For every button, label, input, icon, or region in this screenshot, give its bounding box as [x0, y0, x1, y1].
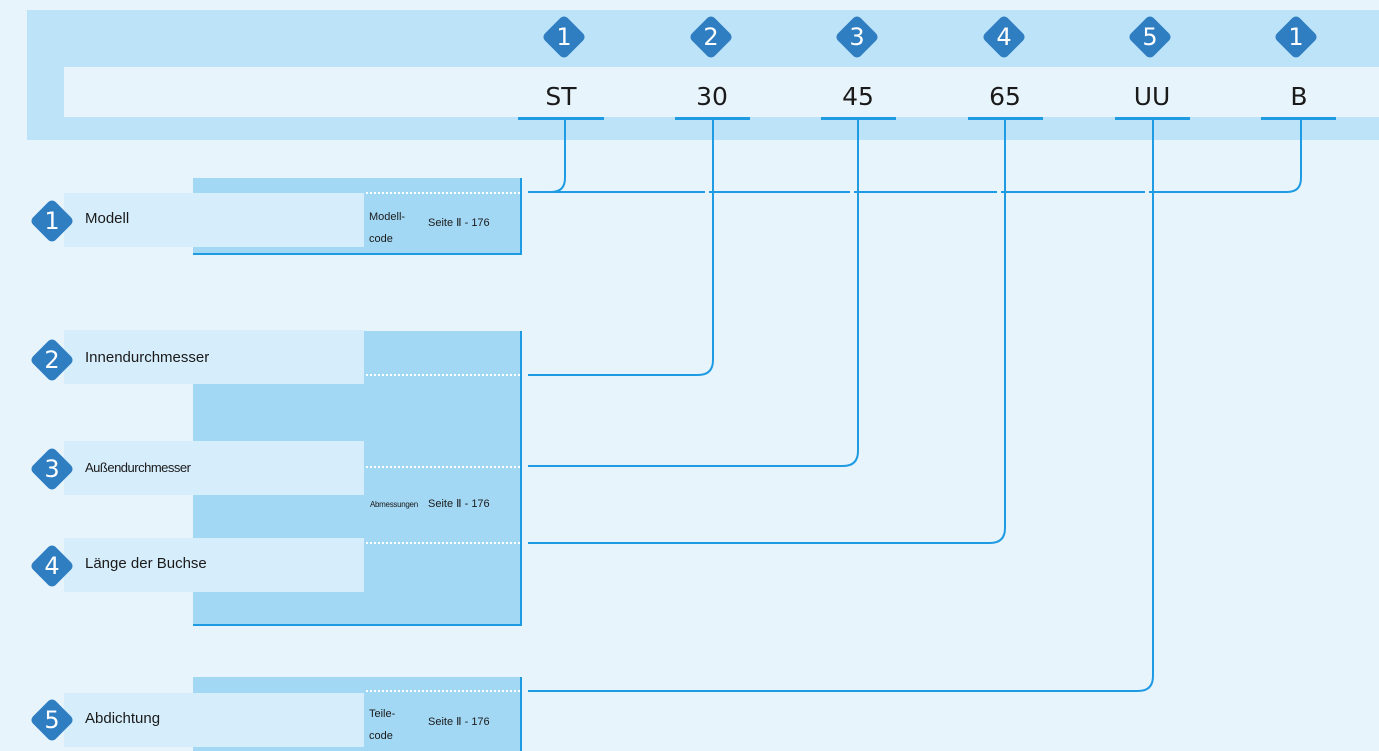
item-badge-2: 2 [29, 337, 75, 383]
code-badge-1: 1 [541, 14, 587, 60]
ref-line-2: code [369, 730, 393, 742]
code-badge-3: 3 [834, 14, 880, 60]
item-badge-3: 3 [29, 446, 75, 492]
item-badge-1: 1 [29, 198, 75, 244]
code-underline [1115, 117, 1190, 120]
code-underline [821, 117, 896, 120]
model-label-bar [64, 193, 364, 247]
seal-code-ref: Teile-code [369, 703, 395, 747]
code-option: B [1290, 82, 1308, 111]
ref-line-2: code [369, 233, 393, 245]
dotted-leader [366, 690, 520, 692]
code-underline [675, 117, 750, 120]
code-inner-diameter: 30 [696, 82, 728, 111]
ref-line-1: Modell- [369, 211, 406, 223]
item-label-seal: Abdichtung [85, 710, 161, 727]
code-seal: UU [1133, 82, 1171, 111]
code-model: ST [545, 82, 577, 111]
dotted-leader [366, 374, 520, 376]
item-label-outer-diameter: Außendurchmesser [85, 460, 191, 475]
ref-line-1: Teile- [369, 708, 396, 720]
code-badge-4: 4 [981, 14, 1027, 60]
code-badge-5: 5 [1127, 14, 1173, 60]
code-underline [518, 117, 604, 120]
dotted-leader [366, 192, 520, 194]
code-underline [1261, 117, 1336, 120]
code-badge-6: 1 [1273, 14, 1319, 60]
item-label-length: Länge der Buchse [85, 555, 207, 572]
code-underline [968, 117, 1043, 120]
code-badge-2: 2 [688, 14, 734, 60]
outer-diameter-label-bar [64, 441, 364, 495]
length-label-bar [64, 538, 364, 592]
model-page-ref: Seite Ⅱ - 176 [428, 217, 490, 229]
item-badge-4: 4 [29, 543, 75, 589]
dotted-leader [366, 542, 520, 544]
seal-label-bar [64, 693, 364, 747]
code-length: 65 [989, 82, 1021, 111]
item-badge-5: 5 [29, 697, 75, 743]
code-outer-diameter: 45 [842, 82, 874, 111]
dotted-leader [366, 466, 520, 468]
inner-diameter-label-bar [64, 330, 364, 384]
model-code-ref: Modell-code [369, 206, 405, 250]
seal-page-ref: Seite Ⅱ - 176 [428, 716, 490, 728]
code-banner-inner [64, 67, 1379, 117]
dimensions-ref: Abmessungen [370, 500, 418, 509]
dimensions-page-ref: Seite Ⅱ - 176 [428, 498, 490, 510]
item-label-model: Modell [85, 210, 130, 227]
item-label-inner-diameter: Innendurchmesser [85, 349, 210, 366]
